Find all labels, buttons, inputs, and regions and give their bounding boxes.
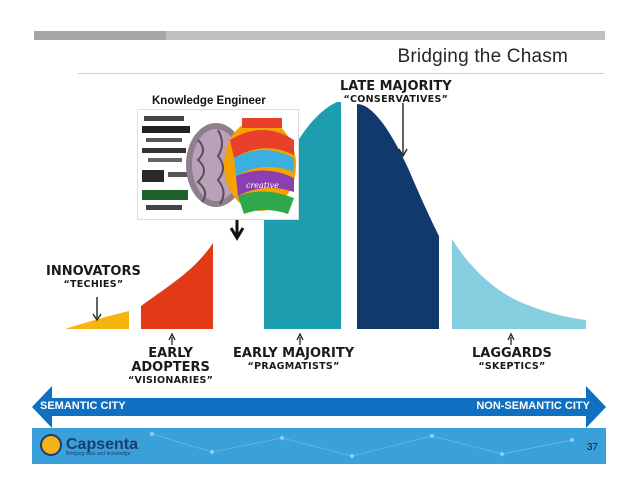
brand-name: Capsenta [66,436,139,453]
segment-laggards [452,239,586,329]
late-majority-pointer-head [398,148,408,158]
ke-pointer-head [229,227,245,241]
early-adopters-sub: “VISIONARIES” [128,375,214,386]
brand-tagline: Bridging data and knowledge [66,451,131,457]
late-majority-sub: “CONSERVATIVES” [343,94,449,105]
page-number: 37 [586,442,598,453]
innovators-sub: “TECHIES” [63,279,124,290]
non-semantic-city-label: NON-SEMANTIC CITY [476,400,590,412]
semantic-city-arrow [32,386,606,428]
slide-title: Bridging the Chasm [397,46,568,67]
capsenta-mark-icon [40,434,62,456]
early-majority-sub: “PRAGMATISTS” [247,361,340,372]
top-decor-accent [34,31,166,40]
brain-illustration: creative [137,109,299,220]
capsenta-logo: Capsenta [40,434,138,456]
brain-icon: creative [138,110,298,219]
top-decor-bar [34,31,605,40]
network-pattern-icon [149,431,575,459]
knowledge-engineer-label: Knowledge Engineer [152,95,266,107]
early-adopters-label: EARLY ADOPTERS “VISIONARIES” [128,346,214,387]
late-majority-name: LATE MAJORITY [340,79,452,94]
title-rule [78,73,604,74]
innovators-label: INNOVATORS “TECHIES” [46,264,141,291]
svg-text:creative: creative [246,181,279,190]
laggards-name: LAGGARDS [472,346,552,361]
early-majority-label: EARLY MAJORITY “PRAGMATISTS” [233,346,355,373]
segment-early-majority [264,102,341,329]
late-majority-label: LATE MAJORITY “CONSERVATIVES” [340,79,452,106]
early-majority-name: EARLY MAJORITY [233,346,355,361]
laggards-label: LAGGARDS “SKEPTICS” [472,346,552,373]
early-adopters-name-1: EARLY [148,346,193,361]
up-pointers [168,332,515,345]
innovators-name: INNOVATORS [46,264,141,279]
footer-band [32,428,606,464]
left-brain-text [142,116,190,210]
semantic-city-label: SEMANTIC CITY [40,400,126,412]
segment-early-adopters [141,243,213,329]
segment-late-majority [357,104,439,329]
early-adopters-name-2: ADOPTERS [131,360,210,375]
laggards-sub: “SKEPTICS” [478,361,546,372]
innovators-pointer-head [92,313,102,322]
